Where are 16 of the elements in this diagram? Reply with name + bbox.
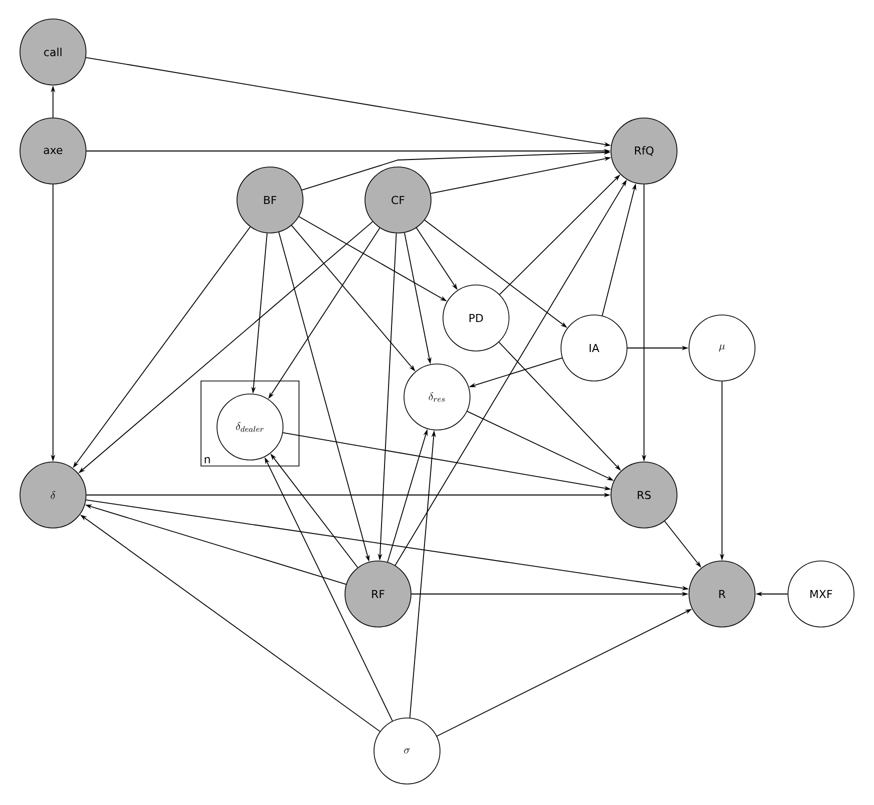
latent-node: $\mu$ (688, 314, 756, 382)
latent-node: $\delta_{dealer}$ (216, 394, 284, 460)
latent-node: $\sigma$ (374, 718, 440, 784)
variable-node: R (688, 560, 756, 628)
latent-node: $\delta_{res}$ (404, 364, 470, 430)
variable-node: call (20, 18, 86, 86)
latent-node: PD (442, 284, 510, 352)
latent-node: MXF (788, 560, 854, 628)
variable-node: RfQ (610, 118, 678, 184)
variable-node: axe (20, 118, 86, 184)
variable-node: CF (364, 166, 432, 234)
variable-node: RF (344, 560, 412, 628)
variable-node: BF (236, 166, 304, 234)
variable-node: $\delta$ (20, 462, 86, 528)
latent-node: IA (560, 314, 628, 382)
variable-node: RS (610, 462, 678, 528)
